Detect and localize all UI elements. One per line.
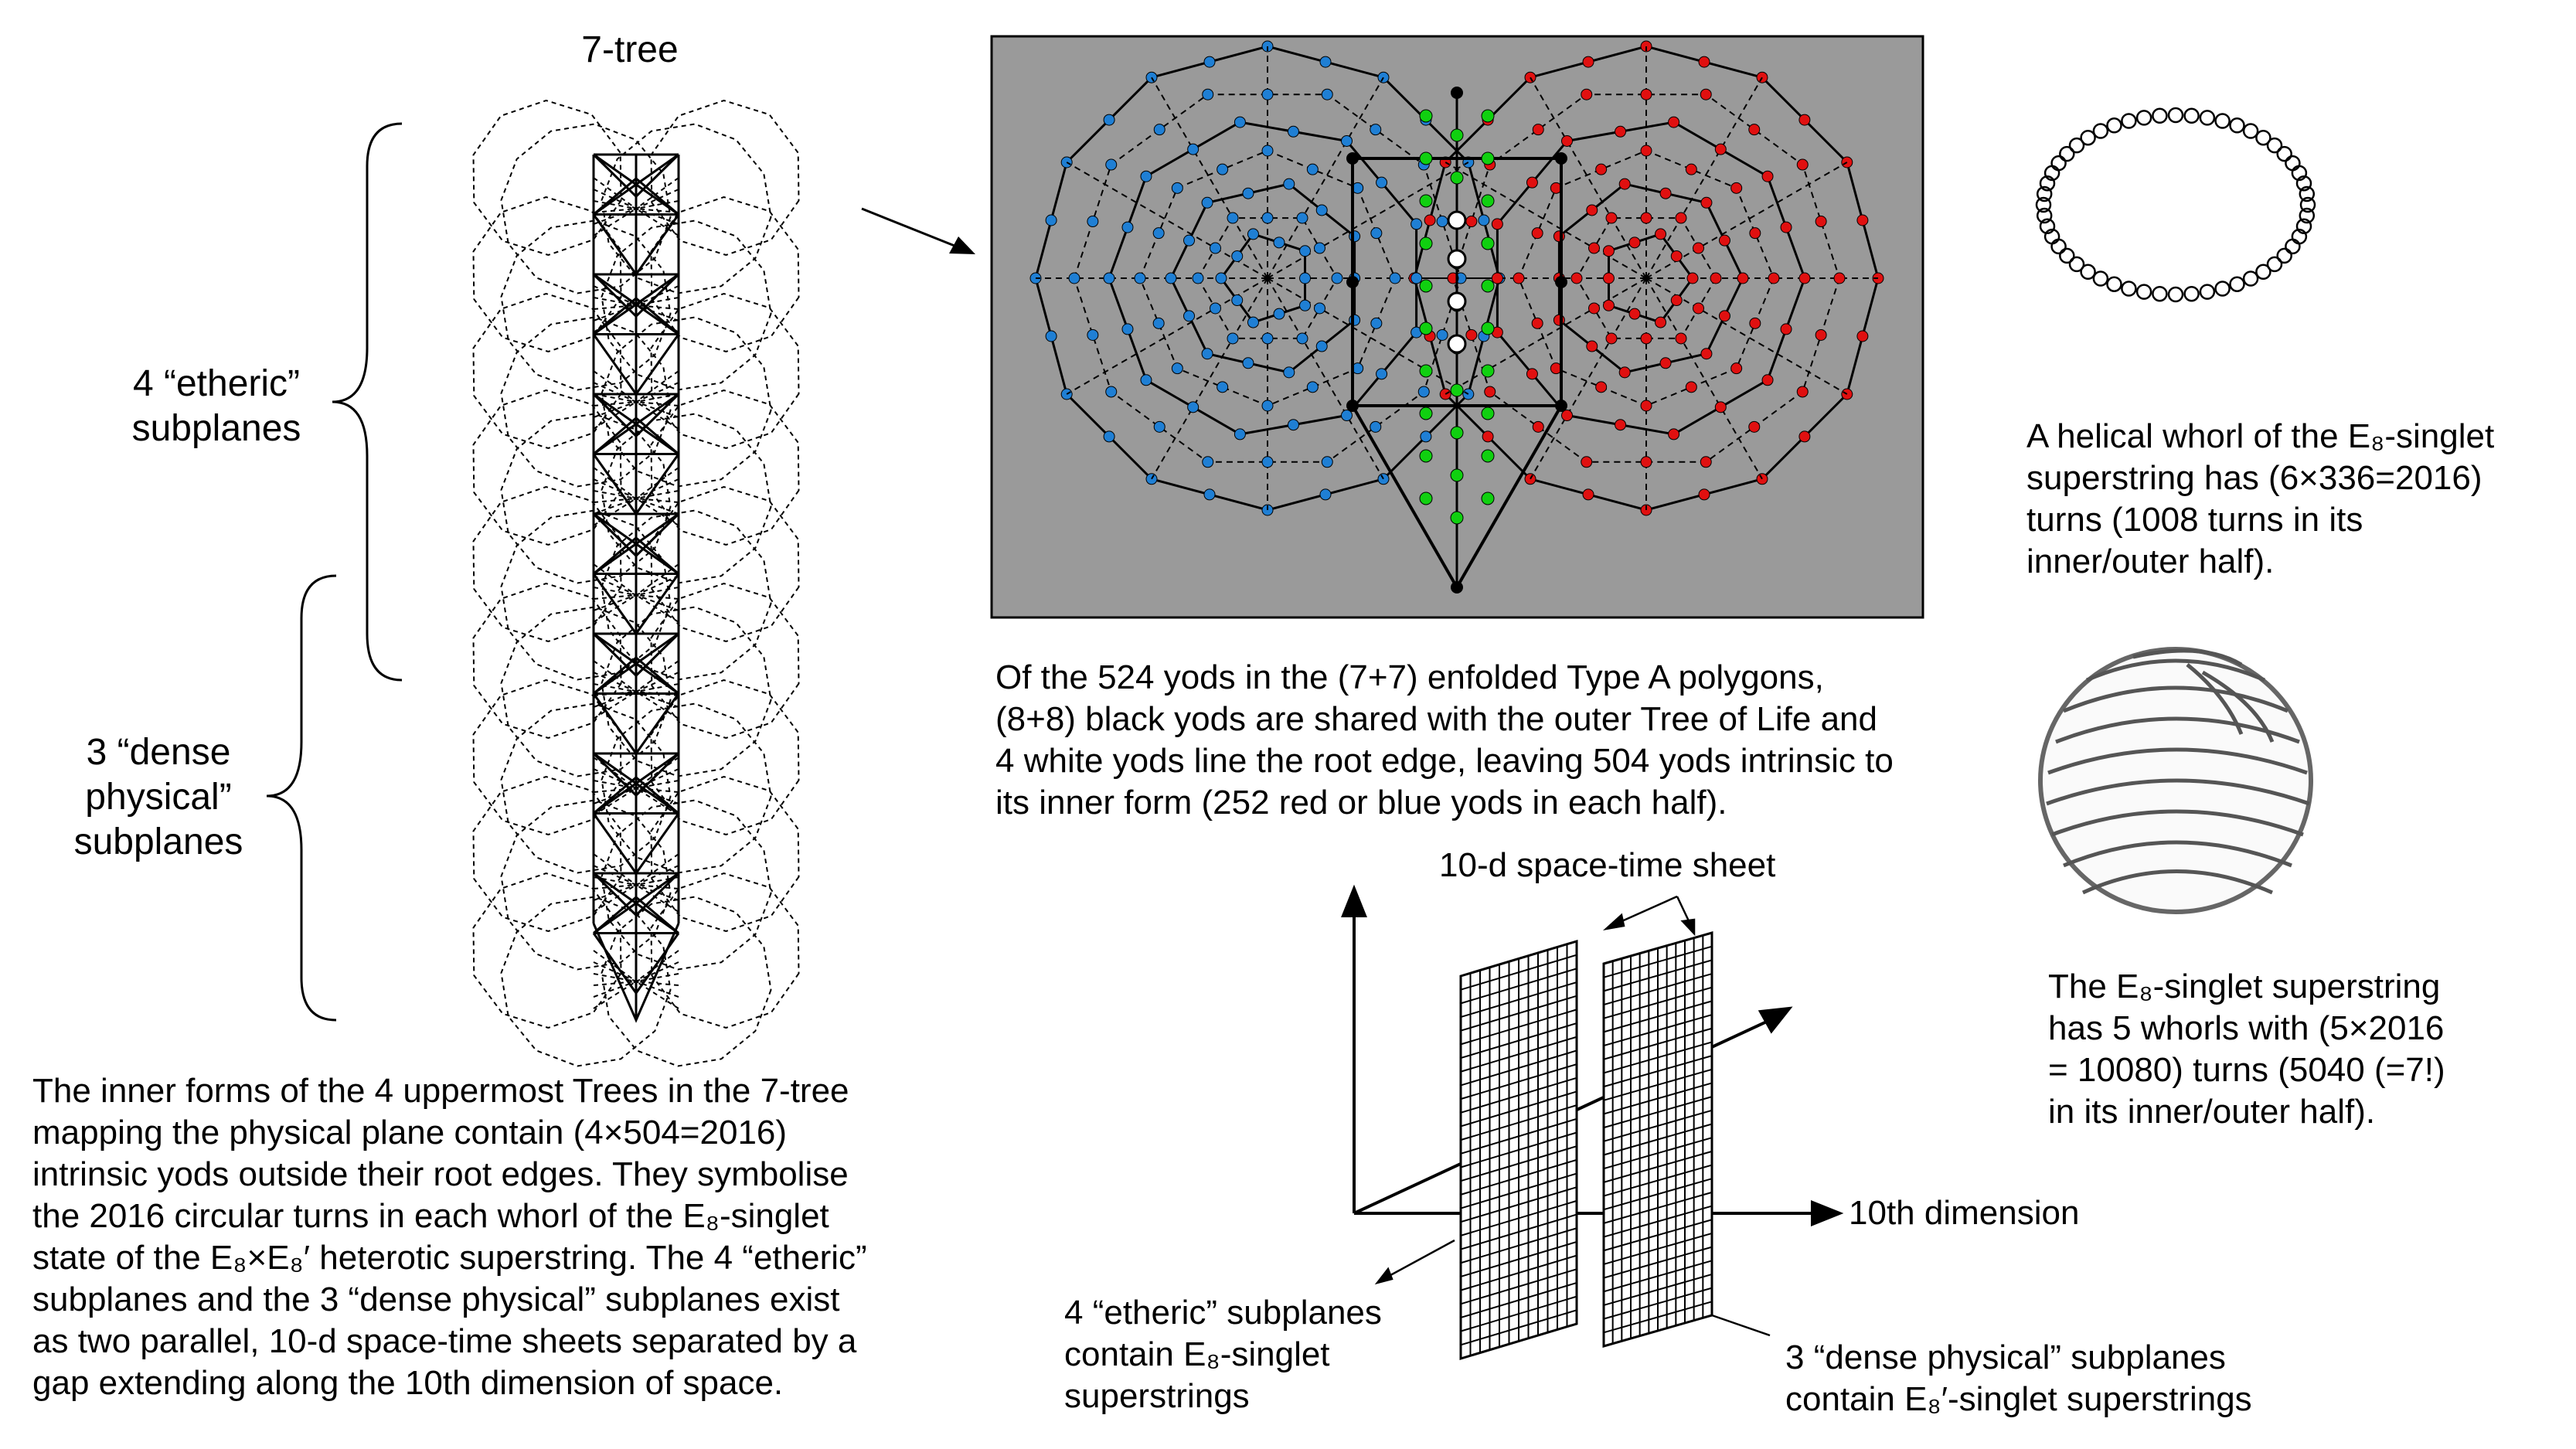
tree-title: 7-tree bbox=[581, 29, 679, 70]
whorl-caption: A helical whorl of the E₈-singlet supers… bbox=[2026, 417, 2495, 580]
dense-note: 3 “dense physical” subplanes contain E₈′… bbox=[1785, 1338, 2252, 1418]
etheric-brace bbox=[332, 122, 403, 682]
superstring-caption: The E₈-singlet superstring has 5 whorls … bbox=[2048, 968, 2445, 1131]
bottom-left-paragraph: The inner forms of the 4 uppermost Trees… bbox=[32, 1072, 867, 1402]
sheet-label: 10-d space-time sheet bbox=[1439, 846, 1776, 884]
dense-label: 3 “dense physical” subplanes bbox=[73, 732, 243, 862]
polygon-caption: Of the 524 yods in the (7+7) enfolded Ty… bbox=[995, 658, 1894, 821]
tenth-dimension-label: 10th dimension bbox=[1849, 1194, 2080, 1232]
etheric-label: 4 “etheric” subplanes bbox=[131, 363, 301, 449]
etheric-note: 4 “etheric” subplanes contain E₈-singlet… bbox=[1064, 1294, 1382, 1415]
dense-brace bbox=[266, 574, 337, 1022]
